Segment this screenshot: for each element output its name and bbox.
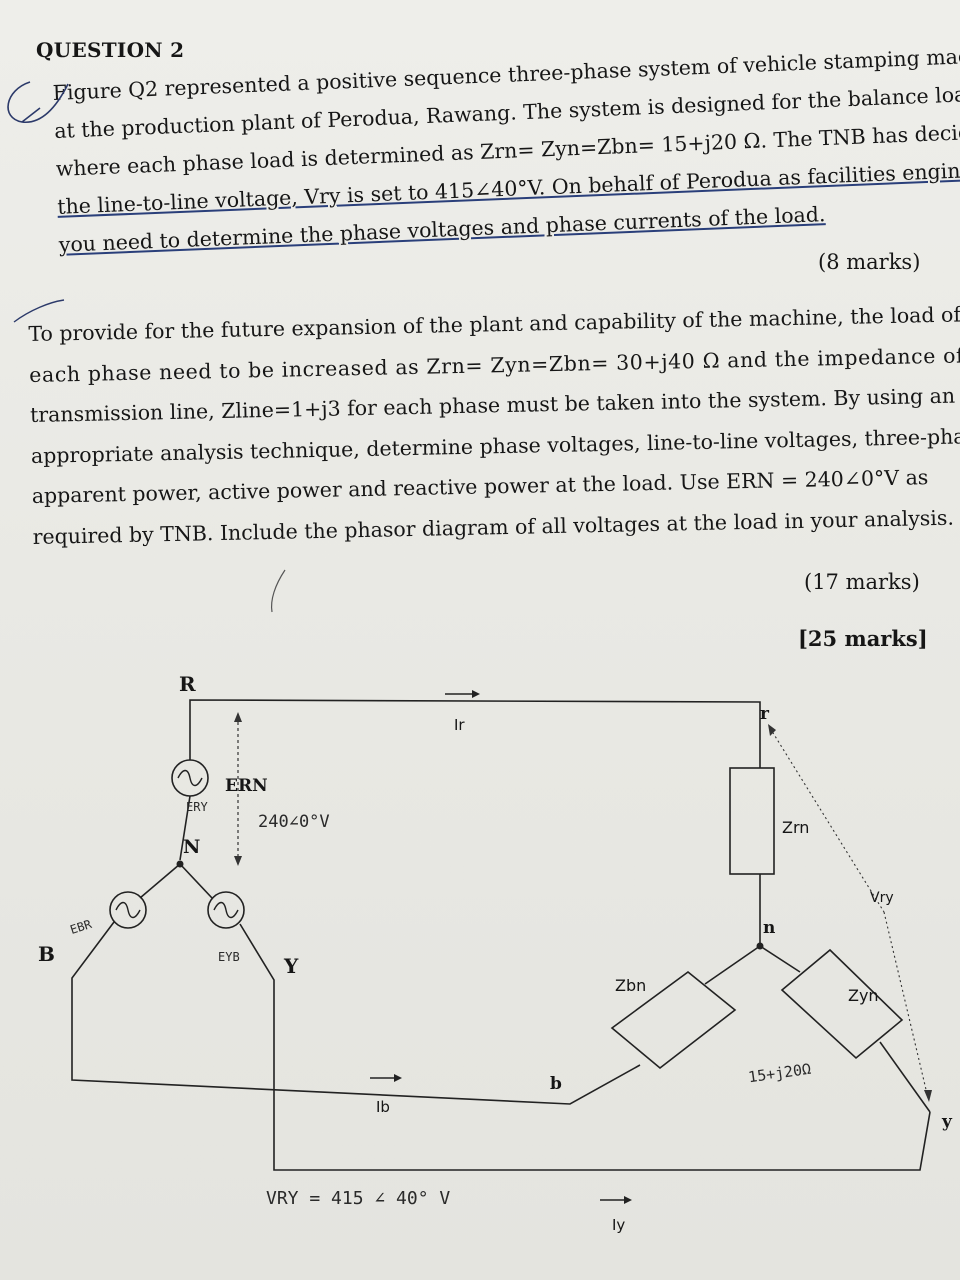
ib-label: Ib [376, 1098, 390, 1116]
node-y-label: y [942, 1112, 952, 1132]
node-b-label: b [550, 1074, 562, 1094]
z-yn-impedance [780, 948, 904, 1060]
node-r-label: r [760, 704, 769, 724]
wire-r [189, 699, 761, 768]
part-a-marks: (8 marks) [818, 250, 921, 274]
vry-label: Vry [870, 890, 894, 906]
node-B-label: B [38, 942, 55, 966]
node-R-label: R [179, 672, 196, 696]
source-b-icon [109, 891, 147, 929]
total-marks: [25 marks] [798, 626, 928, 651]
node-n-label: n [763, 918, 776, 938]
node-N-label: N [183, 836, 201, 858]
source-y-icon [207, 891, 245, 929]
hand-vry-value: VRY = 415 ∠ 40° V [266, 1188, 451, 1209]
hand-src-y: EYB [218, 950, 240, 964]
zyn-label: Zyn [848, 986, 879, 1005]
vry-arrow [769, 727, 885, 913]
wire-y [239, 923, 931, 1171]
z-bn-impedance [610, 970, 737, 1070]
part-b-marks: (17 marks) [804, 570, 920, 594]
pen-mark [270, 569, 286, 613]
pen-scribble-a [7, 81, 69, 123]
question-title: QUESTION 2 [36, 38, 185, 62]
ir-label: Ir [454, 716, 465, 734]
zbn-label: Zbn [615, 976, 647, 995]
z-rn-impedance [729, 767, 775, 875]
pen-slash-b [13, 299, 65, 323]
zrn-label: Zrn [782, 818, 810, 837]
iy-label: Iy [612, 1216, 626, 1234]
hand-src-r: ERY [186, 800, 208, 814]
node-Y-label: Y [284, 954, 299, 978]
hand-ern-value: 240∠0°V [258, 812, 330, 832]
ern-label: ERN [225, 776, 268, 796]
wire-b [71, 921, 641, 1105]
